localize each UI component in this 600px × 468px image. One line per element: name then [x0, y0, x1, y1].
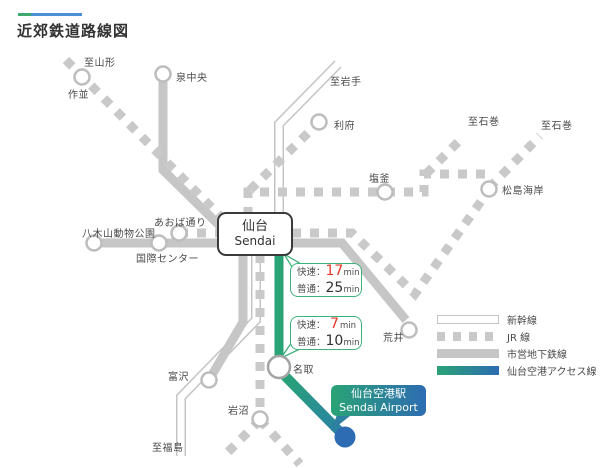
- rapid-unit: min: [339, 320, 356, 331]
- jr-rifu-branch: [246, 118, 323, 194]
- jr-lines: [62, 56, 544, 468]
- label-rifu: 利府: [334, 121, 355, 132]
- rapid-minutes: 17: [325, 262, 344, 279]
- jr-tohoku-to-fukushima: [218, 416, 264, 462]
- local-unit: min: [343, 338, 360, 348]
- station-circle-matsushima-kaigan: [480, 180, 498, 198]
- station-circle-rifu: [310, 113, 328, 131]
- legend-row-subway: 市営地下鉄線: [437, 345, 597, 362]
- label-yagiyama-zoo: 八木山動物公園: [82, 229, 156, 240]
- legend-label-shinkansen: 新幹線: [507, 316, 537, 327]
- sendai-airport-badge: 仙台空港駅 Sendai Airport: [331, 385, 426, 416]
- station-circle-sakunami: [73, 68, 91, 86]
- rapid-minutes: 7: [330, 315, 339, 332]
- label-to-yamagata: 至山形: [84, 58, 116, 69]
- legend-row-access: 仙台空港アクセス線: [437, 362, 597, 379]
- label-iwanuma: 岩沼: [228, 406, 249, 417]
- legend-row-jr: JR 線: [437, 328, 597, 345]
- rapid-label: 快速：: [297, 266, 326, 278]
- sendai-station-box: 仙台 Sendai: [217, 212, 293, 256]
- station-circle-tomizawa: [200, 371, 218, 389]
- label-sakunami: 作並: [68, 90, 89, 101]
- title-accent-blue: [31, 13, 82, 16]
- label-shiogama: 塩釜: [369, 174, 390, 185]
- local-unit: min: [343, 285, 360, 295]
- page-title: 近郊鉄道路線図: [17, 22, 130, 40]
- station-circle-kokusai-center: [150, 234, 168, 252]
- legend-swatch-jr: [437, 332, 499, 341]
- legend-label-subway: 市営地下鉄線: [507, 350, 567, 361]
- subway-tozai-east: [292, 238, 410, 323]
- label-to-ishinomaki-2: 至石巻: [541, 121, 573, 132]
- legend-swatch-subway: [437, 349, 499, 358]
- station-circle-arai: [400, 321, 418, 339]
- local-time-row: 普通： 10 min: [297, 333, 360, 351]
- station-circle-izumi-chuo: [154, 65, 172, 83]
- rapid-unit: min: [343, 267, 360, 278]
- local-minutes: 25: [325, 280, 344, 296]
- label-to-iwate: 至岩手: [330, 77, 362, 88]
- label-kokusai-center: 国際センター: [136, 254, 199, 265]
- rapid-time-row: 快速： 17 min: [297, 262, 360, 281]
- jr-senzan-line: [62, 56, 224, 220]
- airport-name-en: Sendai Airport: [339, 400, 418, 414]
- rapid-time-row: 快速： 7 min: [297, 316, 356, 334]
- station-circles: [73, 65, 498, 448]
- local-label: 普通：: [297, 284, 326, 295]
- map-legend: 新幹線 JR 線 市営地下鉄線 仙台空港アクセス線: [437, 311, 597, 379]
- label-to-fukushima: 至福島: [152, 443, 184, 454]
- jr-senseki-to-ishinomaki: [485, 132, 544, 192]
- airport-badge-tail: [331, 412, 355, 431]
- station-circle-shiogama: [376, 183, 394, 201]
- label-natori: 名取: [293, 365, 314, 376]
- sendai-station-name-ja: 仙台: [241, 218, 268, 234]
- label-izumi-chuo: 泉中央: [176, 73, 208, 84]
- label-to-ishinomaki-1: 至石巻: [468, 117, 500, 128]
- title-accent-bar: [18, 13, 82, 16]
- local-minutes: 10: [325, 333, 344, 349]
- legend-row-shinkansen: 新幹線: [437, 311, 597, 328]
- label-aoba-dori: あおば通り: [154, 218, 207, 229]
- station-circle-aoba-dori: [170, 224, 188, 242]
- subway-namboku-north: [158, 72, 228, 234]
- legend-swatch-shinkansen: [437, 315, 499, 324]
- subway-namboku-south: [205, 254, 248, 383]
- label-matsushima-kaigan: 松島海岸: [502, 186, 544, 197]
- jr-joban-south: [256, 416, 304, 468]
- station-circle-sendai-airport: [334, 426, 356, 448]
- travel-time-callout-sendai: 快速： 17 min 普通： 25 min: [290, 263, 362, 297]
- jr-tohoku-north: [243, 169, 488, 216]
- station-circle-iwanuma: [251, 410, 269, 428]
- legend-swatch-access: [437, 366, 499, 375]
- airport-name-ja: 仙台空港駅: [351, 387, 406, 401]
- jr-to-ishinomaki-west: [422, 132, 468, 178]
- travel-time-callout-natori: 快速： 7 min 普通： 10 min: [290, 316, 362, 350]
- station-circle-yagiyama-zoo: [85, 234, 103, 252]
- legend-label-jr: JR 線: [507, 333, 531, 344]
- label-arai: 荒井: [383, 333, 404, 344]
- sendai-station-name-en: Sendai: [234, 233, 276, 248]
- station-circle-natori: [266, 354, 292, 380]
- local-label: 普通：: [297, 337, 326, 348]
- title-accent-green: [18, 13, 31, 16]
- local-time-row: 普通： 25 min: [297, 280, 360, 298]
- legend-label-access: 仙台空港アクセス線: [507, 367, 597, 378]
- label-tomizawa: 富沢: [168, 372, 189, 383]
- rapid-label: 快速：: [297, 319, 326, 331]
